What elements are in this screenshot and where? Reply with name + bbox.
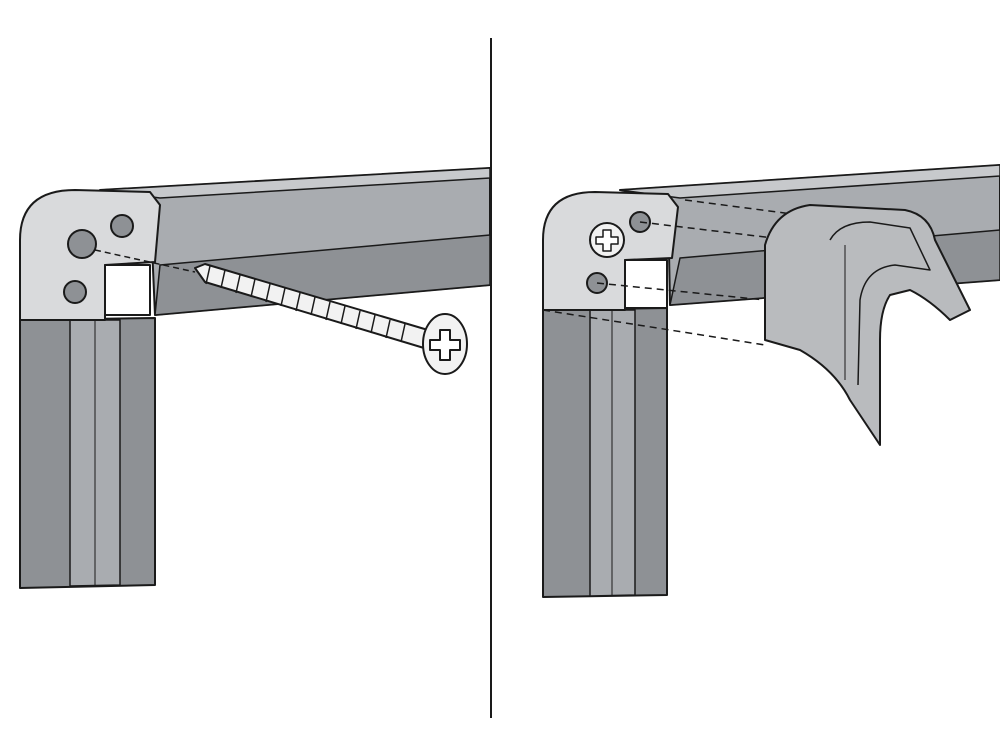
right-step-cap-attachment: [542, 164, 1000, 598]
screw-icon: [194, 263, 468, 375]
corner-cap: [764, 204, 971, 446]
left-step-screw-insertion: [19, 167, 491, 589]
screw-hole: [110, 214, 134, 238]
screw-hole: [67, 229, 97, 259]
screw-hole: [63, 280, 87, 304]
